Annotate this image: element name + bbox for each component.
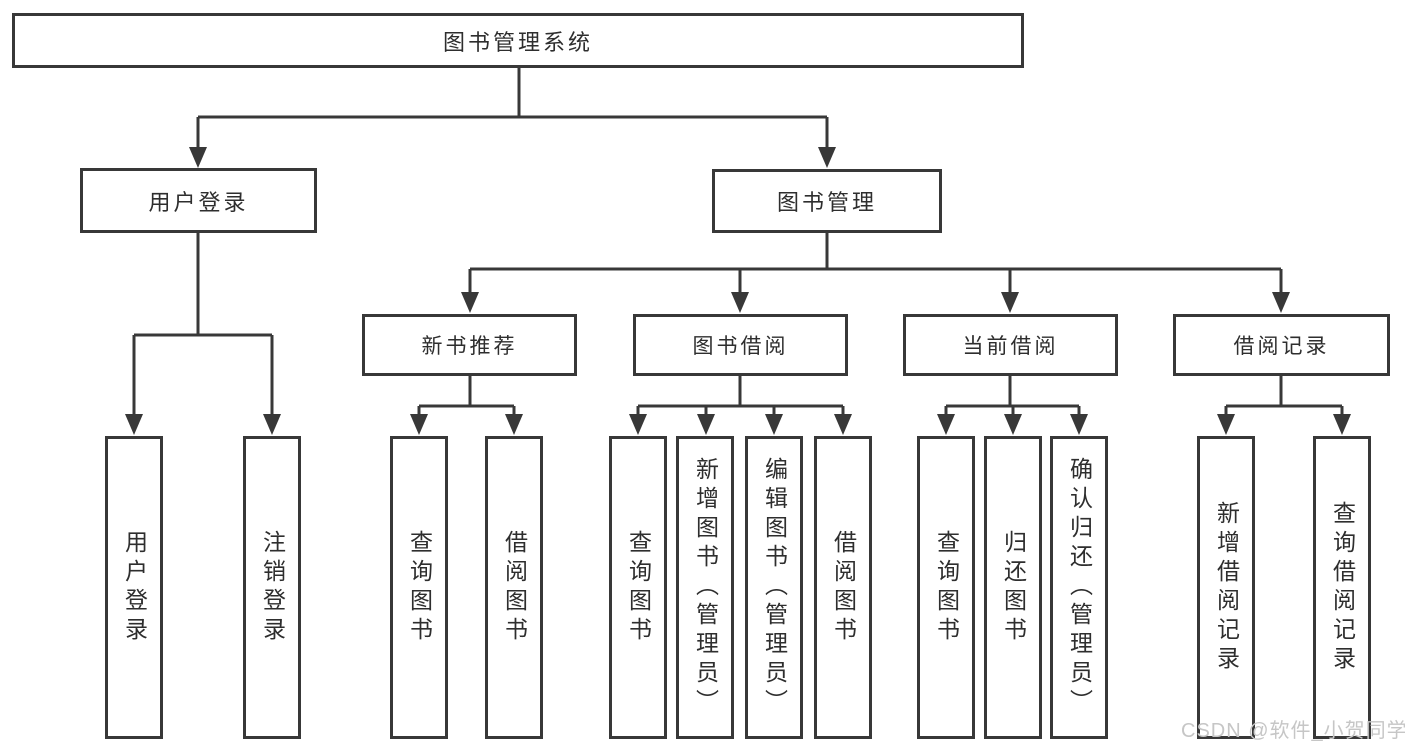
leaf-borrow-books-recommend-label: 借阅图书	[501, 529, 528, 646]
node-library-system: 图书管理系统	[12, 13, 1024, 68]
arrowheads	[125, 147, 1351, 435]
leaf-add-borrow-record-label: 新增借阅记录	[1213, 500, 1240, 675]
leaf-query-books-current: 查询图书	[917, 436, 975, 739]
leaf-user-login-label: 用户登录	[121, 529, 148, 646]
leaf-add-book-admin-label: 新增图书（管理员）	[692, 457, 719, 718]
csdn-watermark: CSDN @软件_小贺同学	[1181, 720, 1405, 742]
leaf-add-borrow-record: 新增借阅记录	[1197, 436, 1255, 739]
leaf-add-book-admin: 新增图书（管理员）	[676, 436, 734, 739]
leaf-query-books-recommend-label: 查询图书	[406, 529, 433, 646]
leaf-edit-book-admin-label: 编辑图书（管理员）	[761, 457, 788, 718]
leaf-query-books-borrowing-label: 查询图书	[625, 529, 652, 646]
node-borrowing-records: 借阅记录	[1173, 314, 1390, 376]
node-library-system-label: 图书管理系统	[442, 29, 593, 55]
leaf-return-book-label: 归还图书	[1000, 529, 1027, 646]
leaf-query-books-recommend: 查询图书	[390, 436, 448, 739]
leaf-edit-book-admin: 编辑图书（管理员）	[745, 436, 803, 739]
leaf-user-login: 用户登录	[105, 436, 163, 739]
node-new-book-recommend-label: 新书推荐	[421, 335, 518, 358]
node-new-book-recommend: 新书推荐	[362, 314, 577, 376]
leaf-confirm-return-admin: 确认归还（管理员）	[1050, 436, 1108, 739]
leaf-borrow-books-borrowing-label: 借阅图书	[830, 529, 857, 646]
leaf-borrow-books-recommend: 借阅图书	[485, 436, 543, 739]
leaf-query-borrow-record: 查询借阅记录	[1313, 436, 1371, 739]
node-user-login: 用户登录	[80, 168, 317, 233]
leaf-borrow-books-borrowing: 借阅图书	[814, 436, 872, 739]
node-current-borrowing-label: 当前借阅	[962, 335, 1059, 358]
leaf-confirm-return-admin-label: 确认归还（管理员）	[1066, 457, 1093, 718]
leaf-logout-label: 注销登录	[259, 529, 286, 646]
leaf-logout: 注销登录	[243, 436, 301, 739]
node-book-management: 图书管理	[712, 169, 942, 233]
node-borrowing-records-label: 借阅记录	[1233, 335, 1330, 358]
leaf-query-books-current-label: 查询图书	[933, 529, 960, 646]
node-user-login-label: 用户登录	[148, 189, 249, 215]
node-current-borrowing: 当前借阅	[903, 314, 1118, 376]
leaf-query-books-borrowing: 查询图书	[609, 436, 667, 739]
node-book-management-label: 图书管理	[776, 190, 877, 215]
node-book-borrowing-label: 图书借阅	[692, 335, 789, 358]
leaf-return-book: 归还图书	[984, 436, 1042, 739]
node-book-borrowing: 图书借阅	[633, 314, 848, 376]
leaf-query-borrow-record-label: 查询借阅记录	[1329, 500, 1356, 675]
